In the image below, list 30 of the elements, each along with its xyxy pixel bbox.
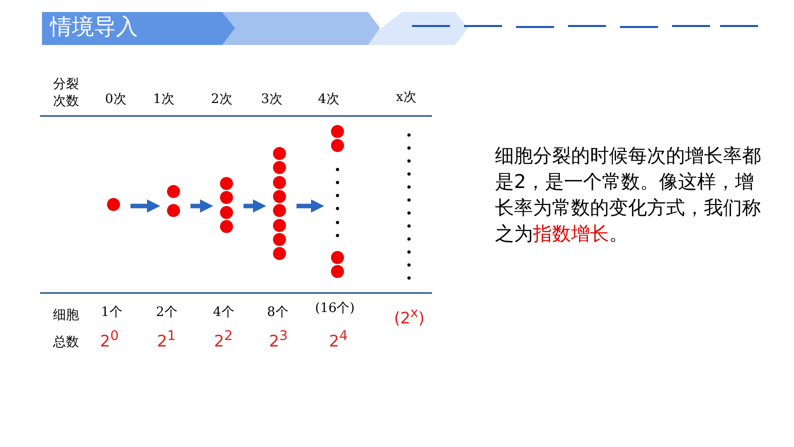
cell-count: (16个) xyxy=(315,300,355,317)
cell-count: 8个 xyxy=(267,304,288,321)
cell-count: 1个 xyxy=(101,304,122,321)
column-header: x次 xyxy=(396,89,416,106)
row-header: 细胞总数 xyxy=(53,307,80,352)
cell-dots xyxy=(106,198,120,210)
power-expression: 2$^{3}$ xyxy=(269,329,288,350)
cell-count: 2个 xyxy=(156,304,178,321)
column-header: 4次 xyxy=(318,91,340,108)
column-header: 1次 xyxy=(153,91,174,108)
section-title: 情境导入 xyxy=(50,14,138,42)
column-header: 0次 xyxy=(105,91,126,108)
arrow xyxy=(296,199,324,213)
power-expression: 2$^{2}$ xyxy=(214,329,233,350)
power-expression: 2$^{0}$ xyxy=(100,329,119,350)
cell-dots xyxy=(166,184,180,216)
cell-count: 4个 xyxy=(213,304,234,321)
column-header: 2次 xyxy=(211,91,232,108)
power-expression: 2$^{4}$ xyxy=(329,329,348,350)
cell-dots xyxy=(272,146,286,260)
cell-dots xyxy=(330,124,344,278)
power-expression: (2$^{x}$) xyxy=(394,306,425,328)
column-header: 3次 xyxy=(261,91,282,108)
explanation-text: 细胞分裂的时候每次的增长率都是2，是一个常数。像这样，增长率为常数的变化方式，我们称之为指数增长。 xyxy=(495,144,761,247)
arrow xyxy=(244,199,266,213)
row-header: 分裂次数 xyxy=(53,76,80,110)
power-expression: 2$^{1}$ xyxy=(157,329,176,350)
arrow xyxy=(190,199,214,213)
cell-dots xyxy=(220,176,232,232)
arrow xyxy=(130,199,160,213)
